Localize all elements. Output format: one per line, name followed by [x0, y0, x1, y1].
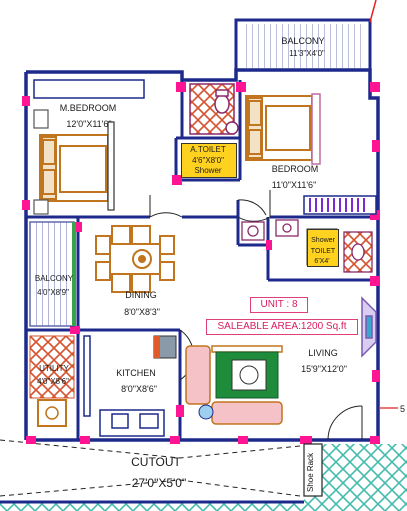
balcony-top-name: BALCONY [281, 36, 325, 46]
dining-name: DINING [125, 290, 157, 300]
attached-toilet-name: A.TOILET [190, 145, 226, 154]
sofa-set [185, 345, 283, 425]
saleable-area-label: SALEABLE AREA:1200 Sq.ft [206, 319, 358, 335]
attached-toilet-size: 4'6"X8'0" [192, 156, 224, 165]
bedroom-wardrobe-hangers [309, 198, 365, 212]
toilet-fixtures [189, 83, 239, 135]
shower-name: Shower [311, 237, 335, 244]
door-markers [22, 82, 380, 444]
cutout-name: CUTOUT [131, 455, 181, 469]
cutout-blank [0, 444, 304, 502]
common-toilet-size: 6'X4' [314, 258, 330, 265]
bedroom-name: BEDROOM [271, 164, 319, 174]
tv-unit [361, 296, 377, 358]
living-size: 15'9"X12'0" [301, 364, 347, 374]
inner-walls [26, 80, 378, 440]
utility-name: UTILITY [39, 364, 69, 373]
door-swings [149, 190, 363, 441]
dining-size: 8'0"X8'3" [124, 307, 160, 317]
master-bed-sides [33, 109, 115, 215]
cutout-size: 27'0"X5'0" [131, 476, 187, 490]
common-toilet-fixtures [241, 219, 373, 273]
shoe-rack [303, 443, 323, 497]
attached-toilet-note: Shower [194, 166, 222, 175]
bedroom-size: 11'0"X11'6" [271, 180, 317, 190]
cutout-dash-bottom2 [179, 479, 301, 497]
bedroom-bed [245, 95, 313, 161]
balcony-left-name: BALCONY [34, 274, 74, 283]
attached-toilet-tiles [181, 143, 237, 178]
cutout-dash-bottom [0, 479, 181, 497]
unit-label: UNIT : 8 [250, 297, 308, 313]
utility-tiles [29, 335, 75, 399]
utility-size: 4'0"X8'6" [37, 377, 69, 386]
master-bed [39, 134, 109, 202]
balcony-left-edge [72, 222, 76, 326]
balcony-top-rail [242, 24, 364, 68]
kitchen-counter [83, 335, 165, 437]
balcony-left-size: 4'0"X8'9" [37, 288, 69, 297]
wardrobe-top [33, 79, 145, 99]
cutout-dash-top2 [179, 445, 301, 459]
dining-set [95, 225, 175, 293]
kitchen-size: 8'0"X8'6" [121, 384, 157, 394]
shower-tiles [307, 229, 339, 267]
balcony-top-size: 11'3"X4'0" [289, 49, 325, 58]
edge-mark: 5 [400, 404, 406, 414]
common-toilet-name: TOILET [310, 248, 336, 255]
shoe-rack-label: Shoe Rack [306, 452, 315, 492]
master-bedroom-size: 12'0"X11'6" [66, 119, 112, 129]
balcony-left-rail [29, 221, 75, 327]
living-name: LIVING [308, 348, 338, 358]
bedroom-side-table [311, 93, 321, 165]
kitchen-name: KITCHEN [116, 368, 156, 378]
master-bedroom-name: M.BEDROOM [59, 103, 117, 113]
